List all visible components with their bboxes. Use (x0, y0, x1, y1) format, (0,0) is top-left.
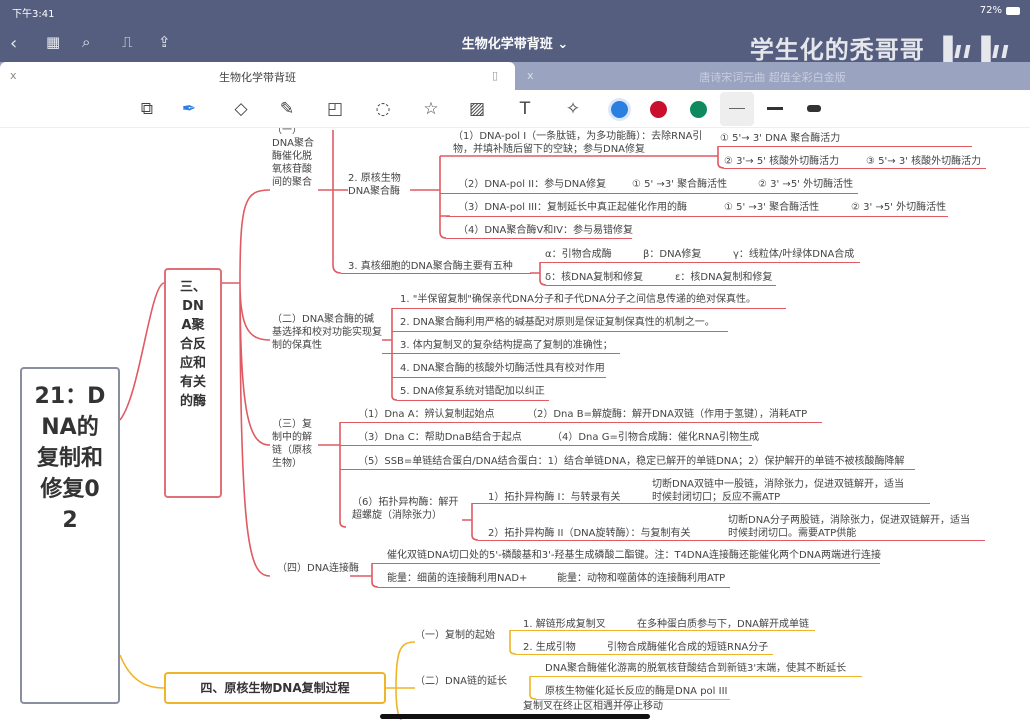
node-pol1-activity-2[interactable]: ② 3'→ 5' 核酸外切酶活力 (724, 156, 840, 167)
node-ligase-energy-animal[interactable]: 能量：动物和噬菌体的连接酶利用ATP (557, 573, 726, 584)
bookmark-icon[interactable]: ⎍ (122, 33, 133, 51)
tab-active[interactable]: x 生物化学带背班 ▯ (0, 62, 515, 90)
document-title-text: 生物化学带背班 (461, 37, 553, 52)
stroke-thin[interactable] (720, 92, 754, 126)
stroke-thick[interactable] (807, 105, 821, 112)
node-gamma[interactable]: γ：线粒体/叶绿体DNA合成 (733, 249, 855, 260)
tab-bar: x 生物化学带背班 ▯ x 唐诗宋词元曲 超值全彩白金版 (0, 62, 1030, 90)
highlighter-icon[interactable]: ✎ (279, 99, 295, 119)
watermark: 学生化的秃哥哥 ▐ıı▐ıı (750, 30, 1010, 65)
status-time: 下午3:41 (12, 9, 55, 20)
node-topo2[interactable]: 2）拓扑异构酶 II（DNA旋转酶）：与复制有关 (488, 528, 691, 539)
node-beta[interactable]: β：DNA修复 (643, 249, 702, 260)
node-termination[interactable]: 复制叉在终止区相遇并停止移动 (523, 701, 663, 712)
node-pol3[interactable]: （3）DNA-pol III：复制延长中真正起催化作用的酶 (458, 202, 688, 213)
node-ligase-desc[interactable]: 催化双链DNA切口处的5'-磷酸基和3'-羟基生成磷酸二酯键。注：T4DNA连接… (387, 550, 881, 561)
node-prokaryotic-pol[interactable]: 2. 原核生物DNA聚合酶 (348, 173, 401, 197)
top-bar: 下午3:41 72% ‹ ▦ ⌕ ⎍ ⇪ 生物化学带背班 ⌄ 学生化的秃哥哥 ▐… (0, 0, 1030, 65)
root-node[interactable]: 21：DNA的复制和修复02 (20, 367, 120, 704)
color-blue[interactable] (611, 101, 628, 118)
home-indicator[interactable] (380, 714, 650, 719)
battery-level: 72% (979, 5, 1002, 16)
node-elongation-desc-1[interactable]: DNA聚合酶催化游离的脱氧核苷酸结合到新链3'末端，使其不断延长 (545, 663, 847, 674)
node-dnaC[interactable]: （3）Dna C：帮助DnaB结合于起点 (358, 432, 522, 443)
node-initiation[interactable]: （一）复制的起始 (415, 630, 495, 641)
node-replication-fork-desc[interactable]: 在多种蛋白质参与下，DNA解开成单链 (637, 619, 810, 630)
sticker-icon[interactable]: ☆ (423, 99, 439, 119)
section-4-node[interactable]: 四、原核生物DNA复制过程 (164, 672, 386, 704)
node-topo1-desc[interactable]: 切断DNA双链中一股链，消除张力，促进双链解开，适当时候封闭切口；反应不需ATP (652, 479, 905, 503)
color-green[interactable] (690, 101, 707, 118)
tab-close-button[interactable]: x (527, 69, 534, 82)
eraser-icon[interactable]: ◇ (234, 99, 248, 119)
node-pol3-activity-1[interactable]: ① 5' →3' 聚合酶活性 (724, 202, 820, 213)
mindmap-canvas[interactable]: 21：DNA的复制和修复02 三、DNA聚合反应和有关的酶 四、原核生物DNA复… (0, 128, 1030, 720)
node-pol2-activity-2[interactable]: ② 3' →5' 外切酶活性 (758, 179, 854, 190)
node-ligase-energy-bacteria[interactable]: 能量：细菌的连接酶利用NAD+ (387, 573, 528, 584)
node-eukaryotic-pol[interactable]: 3. 真核细胞的DNA聚合酶主要有五种 (348, 261, 513, 272)
node-unwinding[interactable]: （三）复制中的解链（原核生物） (272, 419, 312, 469)
section-3-title: 三、DNA聚合反应和有关的酶 (179, 280, 206, 409)
node-dnaA[interactable]: （1）Dna A：辨认复制起始点 (358, 409, 495, 420)
node-polymerization[interactable]: （一）DNA聚合酶催化脱氧核苷酸间的聚合 (272, 128, 315, 188)
document-title[interactable]: 生物化学带背班 ⌄ (0, 33, 1030, 52)
node-topo2-desc[interactable]: 切断DNA分子两股链，消除张力，促进双链解开，适当时候封闭切口。需要ATP供能 (728, 515, 971, 539)
fidelity-item[interactable]: 3. 体内复制叉的复杂结构提高了复制的准确性； (400, 340, 613, 351)
section-4-title: 四、原核生物DNA复制过程 (200, 681, 350, 695)
node-primer-desc[interactable]: 引物合成酶催化合成的短链RNA分子 (607, 642, 769, 653)
section-3-node[interactable]: 三、DNA聚合反应和有关的酶 (164, 268, 222, 498)
node-fidelity[interactable]: （二）DNA聚合酶的碱基选择和校对功能实现复制的保真性 (272, 314, 382, 351)
node-pol2-activity-1[interactable]: ① 5' →3' 聚合酶活性 (632, 179, 728, 190)
pen-icon[interactable]: ✒ (181, 99, 197, 119)
fidelity-item[interactable]: 4. DNA聚合酶的核酸外切酶活性具有校对作用 (400, 363, 605, 374)
laser-pointer-icon[interactable]: ✧ (565, 99, 581, 119)
stroke-medium[interactable] (767, 107, 783, 110)
node-primer[interactable]: 2. 生成引物 (523, 642, 576, 653)
node-pol1-activity-1[interactable]: ① 5'→ 3' DNA 聚合酶活力 (720, 133, 841, 144)
node-pol2[interactable]: （2）DNA-pol II：参与DNA修复 (458, 179, 607, 190)
node-ssb[interactable]: （5）SSB=单链结合蛋白/DNA结合蛋白：1）结合单链DNA，稳定已解开的单链… (358, 456, 905, 467)
node-topoisomerase[interactable]: （6）拓扑异构酶：解开超螺旋（消除张力） (352, 497, 459, 521)
tab-close-button[interactable]: x (10, 69, 17, 82)
node-topo1[interactable]: 1）拓扑异构酶 I：与转录有关 (488, 492, 621, 503)
image-icon[interactable]: ▨ (468, 99, 486, 119)
share-icon[interactable]: ⇪ (158, 33, 171, 51)
node-pol3-activity-2[interactable]: ② 3' →5' 外切酶活性 (851, 202, 947, 213)
bilibili-logo: ▐ıı▐ıı (934, 36, 1010, 64)
toolbar: ⧉ ✒ ◇ ✎ ◰ ◌ ☆ ▨ T ✧ (0, 90, 1030, 128)
search-icon[interactable]: ⌕ (82, 33, 91, 51)
fidelity-item[interactable]: 2. DNA聚合酶利用严格的碱基配对原则是保证复制保真性的机制之一。 (400, 317, 715, 328)
node-pol1[interactable]: （1）DNA-pol I（一条肽链，为多功能酶）：去除RNA引物，并填补随后留下… (453, 131, 703, 155)
back-icon[interactable]: ‹ (10, 33, 18, 54)
fidelity-item[interactable]: 5. DNA修复系统对错配加以纠正 (400, 386, 545, 397)
node-dnaG[interactable]: （4）Dna G=引物合成酶：催化RNA引物生成 (552, 432, 760, 443)
watermark-text: 学生化的秃哥哥 (749, 36, 925, 64)
chevron-down-icon: ⌄ (557, 37, 569, 52)
node-elongation-desc-2[interactable]: 原核生物催化延长反应的酶是DNA pol III (545, 686, 728, 697)
shapes-icon[interactable]: ◰ (326, 99, 344, 119)
root-node-text: 21：DNA的复制和修复02 (34, 384, 106, 533)
tab-inactive[interactable]: 唐诗宋词元曲 超值全彩白金版 (699, 71, 846, 84)
grid-icon[interactable]: ▦ (46, 33, 61, 51)
text-icon[interactable]: T (519, 99, 531, 119)
node-dnaB[interactable]: （2）Dna B=解旋酶：解开DNA双链（作用于氢键），消耗ATP (527, 409, 808, 420)
node-alpha[interactable]: α：引物合成酶 (545, 249, 612, 260)
connector-lines (119, 130, 725, 720)
lasso-icon[interactable]: ◌ (375, 99, 391, 119)
split-view-icon[interactable]: ▯ (492, 69, 499, 82)
tab-label: 生物化学带背班 (219, 71, 296, 84)
node-elongation[interactable]: （二）DNA链的延长 (415, 676, 508, 687)
node-delta[interactable]: δ：核DNA复制和修复 (545, 272, 644, 283)
zoom-lasso-icon[interactable]: ⧉ (140, 99, 154, 119)
node-ligase[interactable]: （四）DNA连接酶 (277, 563, 360, 574)
node-pol4[interactable]: （4）DNA聚合酶V和IV：参与易错修复 (458, 225, 634, 236)
color-red[interactable] (650, 101, 667, 118)
fidelity-item[interactable]: 1. "半保留复制"确保亲代DNA分子和子代DNA分子之间信息传递的绝对保真性。 (400, 294, 756, 305)
battery-icon (1006, 7, 1020, 15)
node-pol1-activity-3[interactable]: ③ 5'→ 3' 核酸外切酶活力 (866, 156, 982, 167)
node-epsilon[interactable]: ε：核DNA复制和修复 (675, 272, 773, 283)
node-replication-fork[interactable]: 1. 解链形成复制叉 (523, 619, 606, 630)
